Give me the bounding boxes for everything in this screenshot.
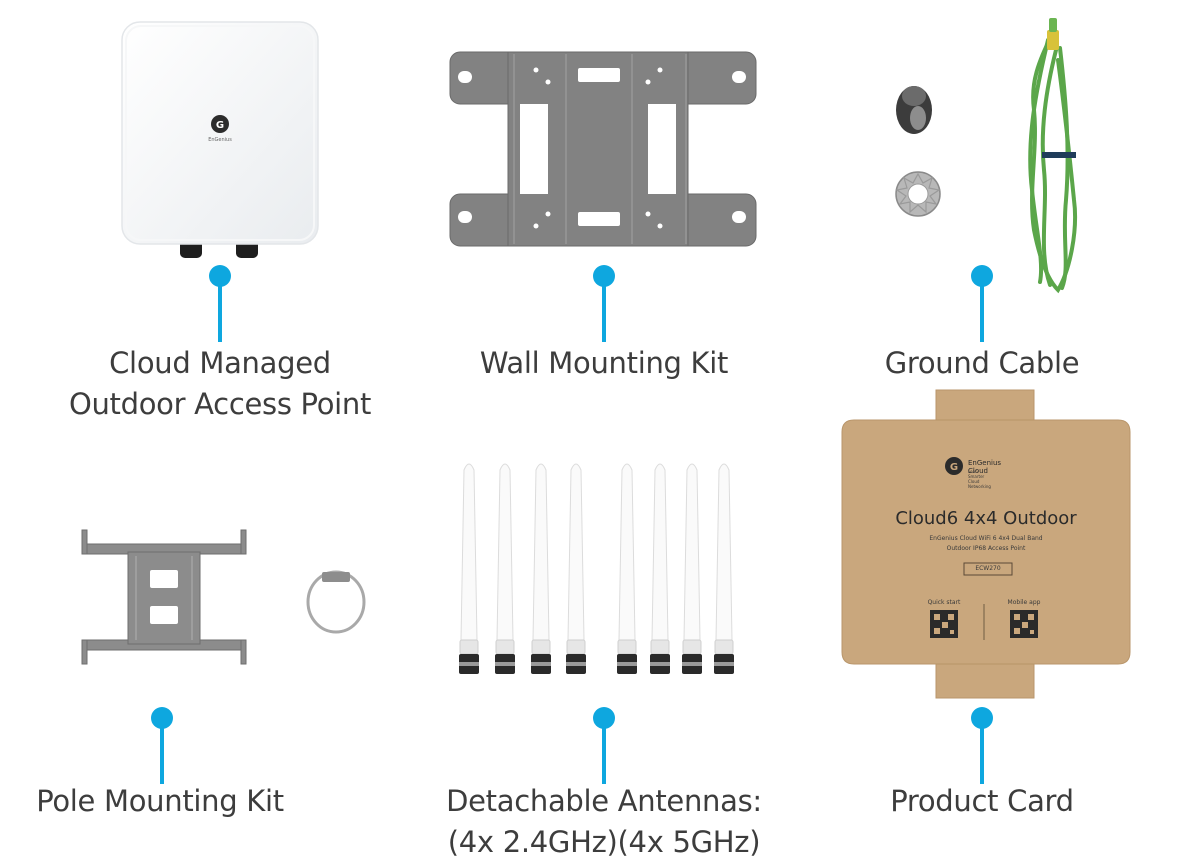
card-model: ECW270 xyxy=(975,565,1001,572)
antenna-icon xyxy=(495,463,515,674)
wall-kit-marker xyxy=(593,265,615,287)
engenius-logo-icon: G xyxy=(211,115,229,133)
pole-kit-connector xyxy=(160,726,164,784)
wall-kit-connector xyxy=(602,284,606,342)
product-card-connector xyxy=(980,726,984,784)
card-logo-icon: G xyxy=(945,457,963,475)
product-card-label: Product Card xyxy=(890,784,1074,818)
antennas-marker xyxy=(593,707,615,729)
card-brand-tagline: Lean Smarter Cloud Networking xyxy=(968,469,991,489)
access-point-label-line2: Outdoor Access Point xyxy=(68,387,372,421)
antennas-label: Detachable Antennas: (4x 2.4GHz)(4x 5GHz… xyxy=(404,781,804,863)
screw-icon xyxy=(896,86,932,134)
access-point-connector xyxy=(218,284,222,342)
access-point-label-line1: Cloud Managed xyxy=(109,346,331,380)
antenna-icon xyxy=(459,463,479,674)
product-card-marker xyxy=(971,707,993,729)
antenna-icon xyxy=(531,463,551,674)
card-subtitle-line2: Outdoor IP68 Access Point xyxy=(946,545,1026,552)
antenna-icon xyxy=(682,463,702,674)
card-quick-start: Quick start xyxy=(927,599,961,606)
card-mobile-app: Mobile app xyxy=(1007,599,1041,606)
ground-cable-label: Ground Cable xyxy=(884,346,1080,380)
svg-text:G: G xyxy=(950,462,958,473)
washer-icon xyxy=(895,171,941,217)
antennas-connector xyxy=(602,726,606,784)
access-point-logo-text: EnGenius xyxy=(208,137,232,143)
antenna-icon xyxy=(650,463,670,674)
antenna-icon xyxy=(714,463,734,674)
wall-kit-label: Wall Mounting Kit xyxy=(479,346,729,380)
ground-cable-connector xyxy=(980,284,984,342)
access-point-marker xyxy=(209,265,231,287)
pole-kit-marker xyxy=(151,707,173,729)
card-brand: EnGenius Cloud xyxy=(968,459,1002,475)
antenna-icon xyxy=(617,463,637,674)
svg-text:G: G xyxy=(216,120,224,131)
card-subtitle-line1: EnGenius Cloud WiFi 6 4x4 Dual Band xyxy=(929,535,1043,542)
card-title: Cloud6 4x4 Outdoor xyxy=(895,508,1077,529)
antenna-icon xyxy=(566,463,586,674)
antennas-label-line1: Detachable Antennas: xyxy=(446,784,762,818)
access-point-label: Cloud Managed Outdoor Access Point xyxy=(20,343,420,425)
ground-cable-marker xyxy=(971,265,993,287)
pole-kit-label: Pole Mounting Kit xyxy=(36,784,284,818)
antennas-label-line2: (4x 2.4GHz)(4x 5GHz) xyxy=(447,825,761,859)
